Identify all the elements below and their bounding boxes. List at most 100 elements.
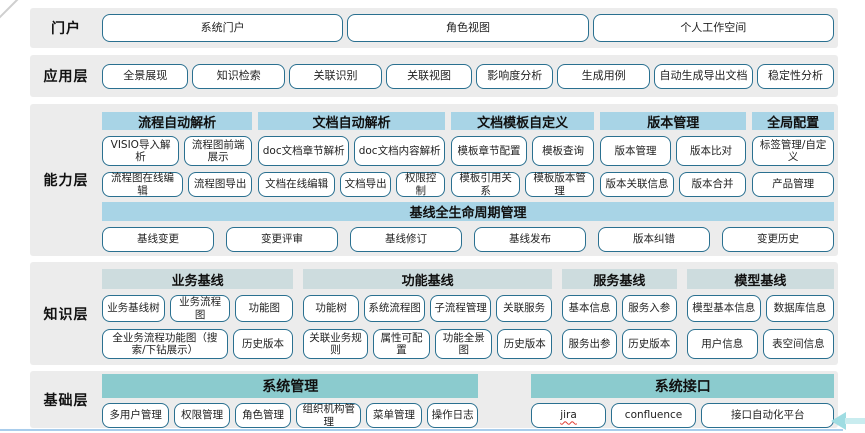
pill-button[interactable]: 服务入参 — [621, 295, 677, 322]
pill-button[interactable]: 数据库信息 — [765, 295, 835, 322]
pill-button[interactable]: 模板查询 — [531, 136, 595, 166]
pill-button[interactable]: 业务基线树 — [102, 295, 165, 322]
pill-button-label: 角色管理 — [242, 409, 285, 422]
pill-button[interactable]: 接口自动化平台 — [701, 403, 834, 428]
pill-button-label: 表空间信息 — [772, 337, 825, 350]
pill-button[interactable]: 菜单管理 — [366, 403, 422, 428]
pill-button[interactable]: 模板章节配置 — [451, 136, 527, 166]
pill-button[interactable]: 关联服务 — [496, 295, 553, 322]
pill-button[interactable]: 文档在线编辑 — [258, 172, 336, 197]
pill-button[interactable]: 基线发布 — [474, 227, 586, 252]
pill-button[interactable]: VISIO导入解析 — [102, 136, 180, 166]
pill-button[interactable]: 关联识别 — [289, 63, 382, 89]
pill-button[interactable]: 关联业务规则 — [303, 329, 368, 359]
pill-button[interactable]: 模板引用关系 — [451, 172, 521, 197]
pill-button-label: 模板版本管理 — [533, 172, 586, 197]
pill-button[interactable]: 权限管理 — [174, 403, 230, 428]
pill-button[interactable]: 标签管理/自定义 — [752, 136, 835, 166]
pill-button[interactable]: 历史版本 — [232, 329, 294, 359]
pill-button-label: doc文档章节解析 — [262, 144, 345, 157]
pill-button[interactable]: 系统流程图 — [364, 295, 426, 322]
pill-button[interactable]: 版本关联信息 — [600, 172, 674, 197]
pill-button[interactable]: 个人工作空间 — [592, 14, 834, 42]
pill-button[interactable]: 关联视图 — [385, 63, 473, 89]
button-row: 服务出参历史版本 — [562, 329, 677, 359]
pill-button[interactable]: 文档导出 — [340, 172, 392, 197]
pill-button[interactable]: 基线修订 — [350, 227, 462, 252]
pill-button[interactable]: 变更评审 — [226, 227, 338, 252]
pill-button[interactable]: 知识检索 — [192, 63, 286, 89]
pill-button[interactable]: 基本信息 — [562, 295, 617, 322]
pill-button[interactable]: 稳定性分析 — [756, 63, 834, 89]
pill-button[interactable]: 模板版本管理 — [525, 172, 595, 197]
pill-button[interactable]: 子流程管理 — [430, 295, 492, 322]
pill-button[interactable]: 基线变更 — [102, 227, 214, 252]
pill-button[interactable]: 表空间信息 — [762, 329, 835, 359]
pill-button[interactable]: 组织机构管理 — [296, 403, 362, 428]
pill-button[interactable]: 产品管理 — [752, 172, 835, 197]
button-row: 基本信息服务入参 — [562, 295, 677, 322]
pill-button-label: 自动生成导出文档 — [659, 68, 748, 82]
pill-button[interactable]: 功能图 — [235, 295, 294, 322]
bottom-accent-line — [0, 428, 843, 431]
pill-button[interactable]: 系统门户 — [102, 14, 344, 42]
pill-button-label: VISIO导入解析 — [110, 138, 171, 163]
pill-button-label: 角色视图 — [445, 20, 490, 34]
pill-button[interactable]: 业务流程图 — [169, 295, 231, 322]
pill-button-label: 个人工作空间 — [680, 20, 747, 34]
pill-button[interactable]: 版本比对 — [675, 136, 747, 166]
pill-button[interactable]: 版本纠错 — [598, 227, 710, 252]
pill-button[interactable]: 版本合并 — [678, 172, 747, 197]
pill-button[interactable]: 模型基本信息 — [686, 295, 761, 322]
button-row: 流程图在线编辑流程图导出 — [102, 172, 253, 197]
pill-button[interactable]: 历史版本 — [621, 329, 677, 359]
pill-button-label: 稳定性分析 — [767, 68, 823, 82]
application-button-row: 全景展现知识检索关联识别 关联视图 影响度分析 生成用例 自动生成导出文档 稳定性分析 — [102, 55, 834, 97]
pill-button[interactable]: jira — [531, 403, 606, 428]
group: 版本管理版本管理版本比对版本关联信息版本合并 — [600, 112, 747, 197]
pill-button-label: 权限管理 — [181, 409, 224, 422]
pill-button[interactable]: 历史版本 — [497, 329, 553, 359]
pill-button-label: 生成用例 — [581, 68, 626, 82]
pill-button[interactable]: doc文档章节解析 — [258, 136, 350, 166]
pill-button[interactable]: 全业务流程功能图（搜索/下钻展示） — [102, 329, 228, 359]
pill-button-label: 功能图 — [248, 302, 280, 315]
layer-label: 知识层 — [43, 306, 89, 323]
pill-button-label: 模板查询 — [542, 144, 585, 157]
pill-button[interactable]: 全景展现 — [102, 63, 189, 89]
pill-button[interactable]: 服务出参 — [562, 329, 617, 359]
pill-button[interactable]: 角色管理 — [234, 403, 292, 428]
pill-button[interactable]: 版本管理 — [600, 136, 671, 166]
pill-button[interactable]: 功能树 — [303, 295, 360, 322]
group: 文档自动解析 doc文档章节解析 doc文档内容解析文档在线编辑文档导出权限控制 — [258, 112, 446, 197]
group-header: 文档自动解析 — [258, 112, 446, 131]
button-row: 文档在线编辑文档导出权限控制 — [258, 172, 446, 197]
pill-button[interactable]: 生成用例 — [557, 63, 650, 89]
pill-button-label: 基本信息 — [568, 302, 611, 315]
pill-button[interactable]: 流程图导出 — [188, 172, 253, 197]
pill-button[interactable]: 属性可配置 — [372, 329, 431, 359]
pill-button[interactable]: 流程图前端展示 — [184, 136, 253, 166]
pill-button-label: 关联视图 — [407, 68, 452, 82]
pill-button[interactable]: 自动生成导出文档 — [654, 63, 753, 89]
pill-button[interactable]: 流程图在线编辑 — [102, 172, 184, 197]
pill-button[interactable]: 用户信息 — [686, 329, 758, 359]
layer-band-knowledge: 知识层 业务基线业务基线树业务流程图功能图全业务流程功能图（搜索/下钻展示）历史… — [30, 262, 838, 365]
pill-button-label: doc文档内容解析 — [358, 144, 441, 157]
pill-button[interactable]: doc文档内容解析 — [354, 136, 446, 166]
pill-button[interactable]: 操作日志 — [426, 403, 479, 428]
pill-button[interactable]: confluence — [610, 403, 697, 428]
pill-button-label: 关联服务 — [503, 302, 546, 315]
pill-button-label: 变更评审 — [261, 233, 303, 246]
pill-button[interactable]: 多用户管理 — [102, 403, 170, 428]
pill-button[interactable]: 变更历史 — [722, 227, 834, 252]
pill-button[interactable]: 权限控制 — [396, 172, 446, 197]
pill-button[interactable]: 角色视图 — [347, 14, 589, 42]
pill-button-label: 产品管理 — [772, 178, 815, 191]
pill-button[interactable]: 影响度分析 — [476, 63, 554, 89]
pill-button-label: 流程图前端展示 — [191, 138, 245, 163]
pill-button[interactable]: 功能全景图 — [435, 329, 493, 359]
